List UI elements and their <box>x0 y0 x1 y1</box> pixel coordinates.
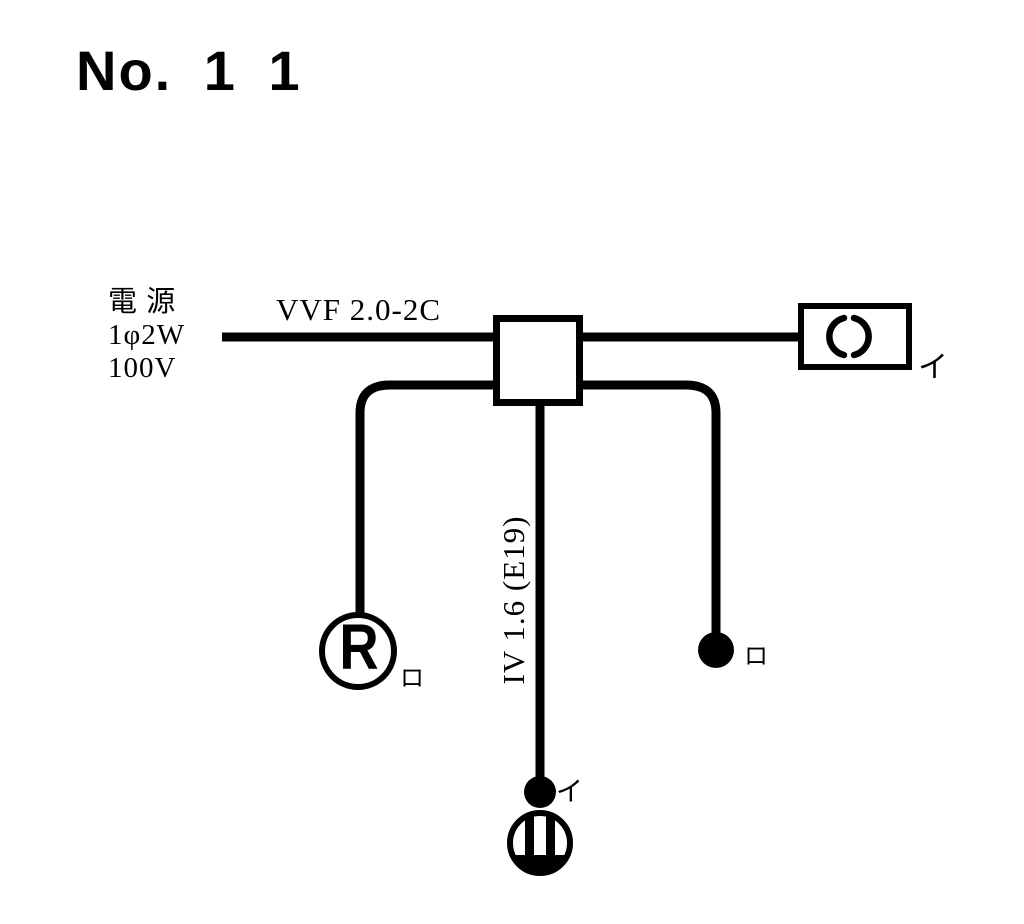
outlet-blade-right-icon <box>546 815 555 855</box>
power-source-label: 電 源 1φ2W 100V <box>108 286 185 385</box>
rosette-left-paren-icon <box>826 314 848 359</box>
circuit-label-rosette-i: イ <box>918 351 948 384</box>
wall-outlet-symbol <box>507 810 573 876</box>
circuit-label-switch-i: イ <box>556 777 583 807</box>
switch-i-dot-icon <box>524 776 556 808</box>
switch-ro-branch-wire <box>583 380 721 642</box>
circuit-label-lamp-ro: ロ <box>400 666 424 692</box>
rosette-right-paren-icon <box>850 314 872 359</box>
outlet-wall-mount-fill <box>512 855 568 871</box>
page-title: No. 1 1 <box>76 39 302 102</box>
lamp-branch-wire <box>355 380 493 614</box>
switch-ro-dot-icon <box>698 632 734 668</box>
cable-type-label: VVF 2.0-2C <box>276 292 442 327</box>
circuit-label-switch-ro: ロ <box>744 644 768 670</box>
power-source-voltage: 100V <box>108 352 177 384</box>
power-source-phase: 1φ2W <box>108 319 186 351</box>
outlet-blade-left-icon <box>525 815 534 855</box>
power-source-name: 電 源 <box>108 286 177 318</box>
junction-box <box>493 315 583 406</box>
lamp-receptacle-letter: R <box>339 611 379 684</box>
conduit-type-label: IV 1.6 (E19) <box>496 515 531 685</box>
lamp-receptacle-circle <box>319 612 397 690</box>
